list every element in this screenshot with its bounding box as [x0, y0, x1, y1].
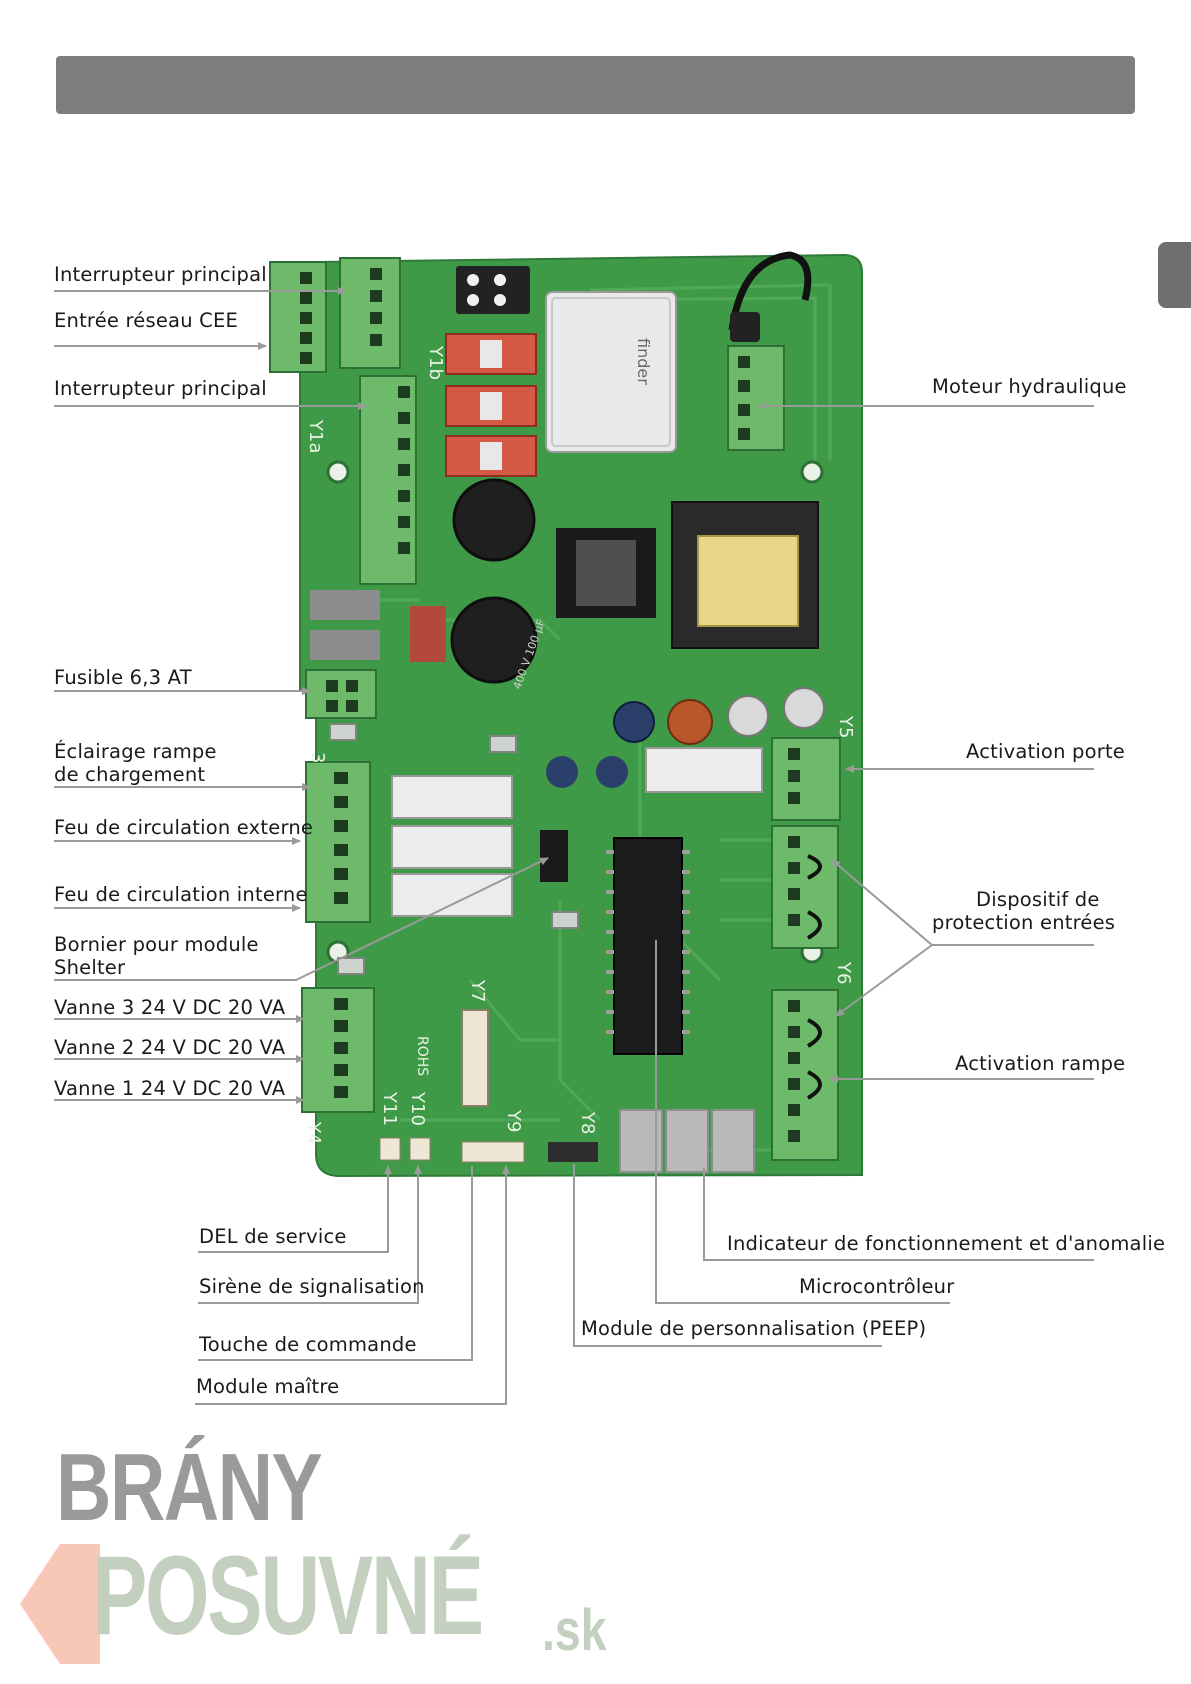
label-status-indicator: Indicateur de fonctionnement et d'anomal…: [727, 1232, 1166, 1255]
silk-y1a: Y1a: [305, 419, 326, 453]
label-microcontroller: Microcontrôleur: [799, 1275, 955, 1298]
label-signal-siren: Sirène de signalisation: [199, 1275, 425, 1298]
label-ramp-light-line1: Éclairage rampe: [54, 740, 217, 763]
silk-y8: Y8: [577, 1111, 598, 1134]
silk-y1b: Y1b: [425, 345, 446, 380]
label-main-switch-top: Interrupteur principal: [54, 263, 267, 286]
silk-y7: Y7: [467, 979, 488, 1002]
silk-y6: Y6: [833, 961, 854, 984]
silk-y11: Y11: [379, 1091, 400, 1126]
chevron-icon: [20, 1544, 100, 1664]
label-hydraulic-motor: Moteur hydraulique: [932, 375, 1127, 398]
label-shelter-terminal-line1: Bornier pour module: [54, 933, 259, 956]
silk-y4: Y4: [303, 1121, 324, 1144]
label-shelter-terminal-line2: Shelter: [54, 956, 126, 979]
logo-line1: BRÁNY: [56, 1434, 323, 1541]
side-tab: [1158, 242, 1191, 308]
label-input-protection-line2: protection entrées: [932, 911, 1116, 934]
label-ramp-activation: Activation rampe: [955, 1052, 1126, 1075]
label-mains-input: Entrée réseau CEE: [54, 309, 239, 332]
label-internal-traffic-light: Feu de circulation interne: [54, 883, 308, 906]
label-master-module: Module maître: [196, 1375, 340, 1398]
label-valve1: Vanne 1 24 V DC 20 VA: [54, 1077, 286, 1100]
label-external-traffic-light: Feu de circulation externe: [54, 816, 314, 839]
silk-y9: Y9: [503, 1109, 524, 1132]
relay-brand: finder: [634, 338, 653, 385]
silk-rohs: ROHS: [414, 1036, 430, 1076]
label-ramp-light-line2: de chargement: [54, 763, 206, 786]
label-input-protection-line1: Dispositif de: [976, 888, 1100, 911]
logo-suffix: .sk: [542, 1598, 607, 1663]
silk-y3: 3: [307, 752, 328, 763]
label-fuse: Fusible 6,3 AT: [54, 666, 192, 689]
brany-posuvne-logo: BRÁNY POSUVNÉ .sk: [20, 1434, 640, 1664]
label-command-key: Touche de commande: [199, 1333, 417, 1356]
label-custom-module: Module de personnalisation (PEEP): [581, 1317, 927, 1340]
label-door-activation: Activation porte: [966, 740, 1125, 763]
logo-line2: POSUVNÉ: [92, 1533, 484, 1658]
silk-y10: Y10: [407, 1091, 428, 1126]
label-service-led: DEL de service: [199, 1225, 347, 1248]
label-valve2: Vanne 2 24 V DC 20 VA: [54, 1036, 286, 1059]
header-bar: [56, 56, 1135, 114]
label-main-switch-y1a: Interrupteur principal: [54, 377, 267, 400]
label-valve3: Vanne 3 24 V DC 20 VA: [54, 996, 286, 1019]
silk-y5: Y5: [835, 715, 856, 738]
